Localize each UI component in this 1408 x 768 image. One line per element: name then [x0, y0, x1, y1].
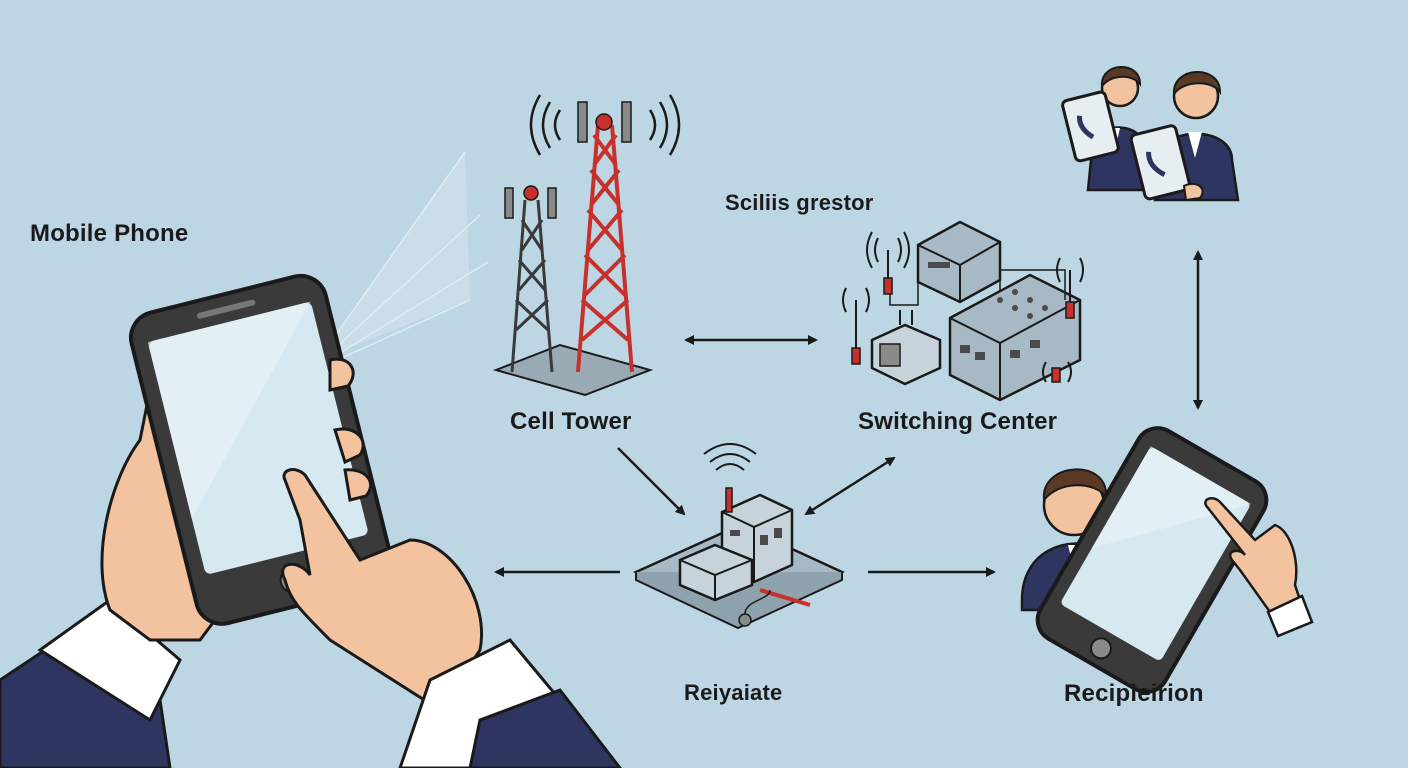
relay-label: Reiyaiate	[684, 680, 783, 705]
flow-arrows	[494, 250, 1203, 577]
cell-tower-illustration	[492, 94, 681, 397]
relay-station-illustration	[633, 443, 845, 630]
mobile-phone-illustration	[0, 273, 622, 768]
recipient-label: Recipieirion	[1064, 680, 1204, 707]
cell-tower-label: Cell Tower	[510, 408, 632, 435]
signal-beams	[317, 150, 489, 367]
switching-center-illustration	[842, 220, 1084, 402]
recipient-illustration	[1020, 426, 1314, 694]
switching-center-label: Switching Center	[858, 408, 1058, 435]
callers-illustration	[1061, 66, 1240, 202]
switching-subtitle-label: Sciliis grestor	[725, 190, 874, 215]
arrow-relay-switching	[804, 456, 896, 516]
arrow-tower-relay	[617, 447, 686, 516]
mobile-phone-label: Mobile Phone	[30, 220, 189, 247]
